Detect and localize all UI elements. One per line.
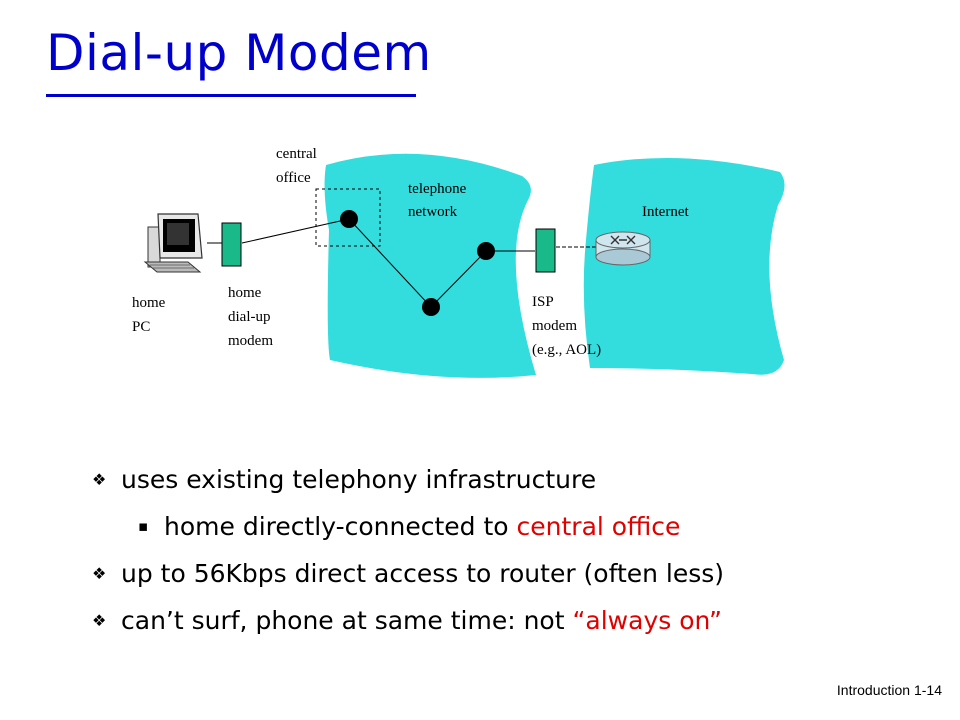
home-pc-icon xyxy=(143,213,203,273)
network-diagram: central office telephone network Interne… xyxy=(132,146,785,378)
bullet-item: ❖ uses existing telephony infrastructure xyxy=(92,456,724,503)
slide-footer: Introduction 1-14 xyxy=(836,682,942,698)
square-bullet-icon: ▪ xyxy=(138,517,149,535)
bullet-text: home directly-connected to xyxy=(164,512,517,541)
home-pc-label: home PC xyxy=(132,295,169,335)
switch-link-1 xyxy=(348,218,432,308)
diamond-bullet-icon: ❖ xyxy=(92,470,107,489)
internet-label: Internet xyxy=(642,204,689,220)
bullet-item: ❖ up to 56Kbps direct access to router (o… xyxy=(92,550,724,597)
router-icon xyxy=(595,231,651,266)
home-modem xyxy=(221,222,242,267)
telephone-network-cloud xyxy=(324,153,536,378)
highlighted-text: central office xyxy=(516,512,681,541)
modem-to-switch-line xyxy=(241,218,350,244)
internet-cloud xyxy=(583,157,785,375)
network-switch-right xyxy=(477,242,495,260)
bullet-list: ❖ uses existing telephony infrastructure ▪… xyxy=(92,456,724,644)
bullet-item: ❖ can’t surf, phone at same time: not “al… xyxy=(92,597,724,644)
central-office-box xyxy=(315,188,381,247)
sub-bullet-item: ▪ home directly-connected to central offi… xyxy=(92,503,724,550)
diamond-bullet-icon: ❖ xyxy=(92,564,107,583)
diamond-bullet-icon: ❖ xyxy=(92,611,107,630)
page-title: Dial-up Modem xyxy=(46,24,432,82)
isp-modem-label: ISP modem (e.g., AOL) xyxy=(532,294,601,358)
bullet-text: uses existing telephony infrastructure xyxy=(121,465,597,494)
isp-modem xyxy=(535,228,556,273)
telephone-network-label: telephone network xyxy=(408,181,470,220)
title-underline xyxy=(46,94,416,97)
central-office-switch xyxy=(340,210,358,228)
home-modem-label: home dial-up modem xyxy=(228,285,274,349)
bullet-text: can’t surf, phone at same time: not xyxy=(121,606,573,635)
switch-link-2 xyxy=(430,250,487,308)
highlighted-text: “always on” xyxy=(572,606,722,635)
bullet-text: up to 56Kbps direct access to router (of… xyxy=(121,559,725,588)
central-office-label: central office xyxy=(276,146,321,186)
network-switch-lower xyxy=(422,298,440,316)
